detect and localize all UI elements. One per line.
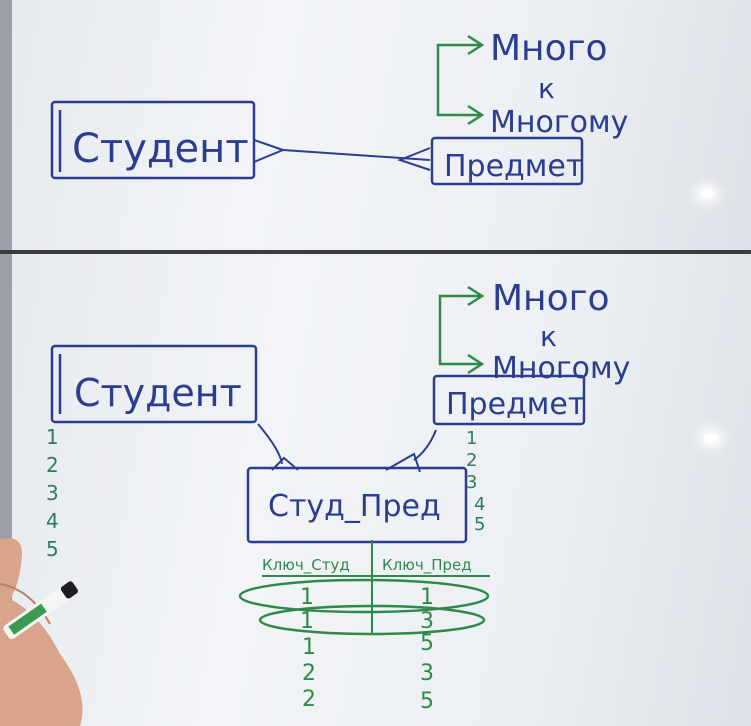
relation-label-to: к [538, 72, 555, 105]
student-id: 1 [46, 425, 59, 449]
table-cell: 1 [420, 585, 434, 610]
board-frame-left [0, 0, 12, 250]
table-cell: 1 [300, 609, 314, 634]
relation-label-many: Много [490, 28, 608, 69]
relation-label-to: к [540, 320, 557, 353]
column-header-student-key: Ключ_Студ [262, 556, 350, 575]
table-cell: 2 [302, 687, 316, 712]
highlight-oval [258, 604, 486, 636]
student-id: 5 [46, 537, 59, 561]
light-glare [700, 190, 714, 198]
table-cell: 2 [302, 661, 316, 686]
student-id: 2 [46, 453, 59, 477]
subject-id: 5 [474, 514, 485, 535]
presenter-hand [0, 538, 83, 726]
table-cell: 3 [420, 661, 434, 686]
relation-label-many-2: Многому [490, 105, 628, 140]
subject-entity-label: Предмет [446, 387, 585, 422]
table-cell: 5 [420, 631, 434, 656]
table-cell: 1 [300, 585, 314, 610]
subject-entity-box [432, 374, 586, 426]
junction-entity-box [246, 466, 468, 544]
subject-entity-label: Предмет [444, 149, 583, 184]
er-diagram-bottom: Студент Предмет Много к Многому Студ_Пре… [0, 278, 630, 726]
marker-pen-icon [3, 581, 78, 640]
subject-id-list: 1 2 3 4 5 [466, 428, 485, 535]
relation-label-many-2: Многому [492, 351, 630, 386]
junction-table: Ключ_Студ Ключ_Пред 1 1 1 3 1 5 2 3 2 5 [238, 540, 490, 714]
light-glare [704, 434, 718, 442]
student-id-list: 1 2 3 4 5 [46, 425, 59, 561]
whiteboard-top: Студент Предмет Много к Многому [0, 0, 751, 250]
whiteboard-bottom: Студент Предмет Много к Многому Студ_Пре… [0, 254, 751, 726]
student-entity-label: Студент [72, 126, 249, 172]
student-entity-box [50, 344, 258, 424]
subject-entity-box [430, 136, 584, 186]
table-cell: 3 [420, 609, 434, 634]
relation-label-many: Много [492, 278, 610, 319]
subject-id: 2 [466, 450, 477, 471]
column-header-subject-key: Ключ_Пред [382, 556, 472, 575]
student-id: 4 [46, 509, 59, 533]
student-id: 3 [46, 481, 59, 505]
subject-id: 4 [474, 494, 485, 515]
subject-id: 3 [466, 472, 477, 493]
highlight-oval [238, 578, 490, 614]
subject-id: 1 [466, 428, 477, 449]
table-cell: 1 [302, 635, 316, 660]
relationship-line [282, 149, 431, 161]
student-entity-label: Студент [74, 371, 242, 415]
table-cell: 5 [420, 689, 434, 714]
er-diagram-top: Студент Предмет Много к Многому [50, 28, 628, 186]
junction-entity-label: Студ_Пред [268, 489, 441, 524]
